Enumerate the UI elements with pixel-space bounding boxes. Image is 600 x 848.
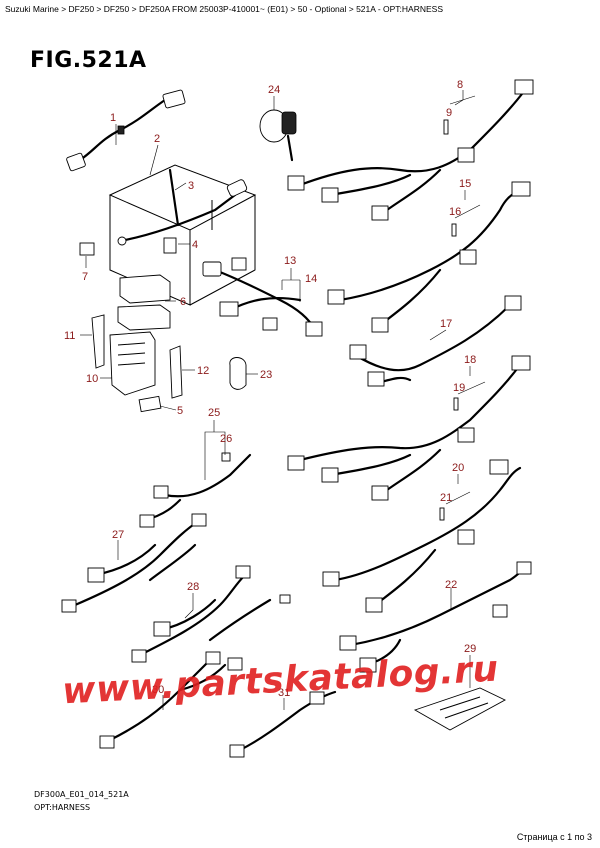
callout-17[interactable]: 17 [440,318,452,330]
callout-8[interactable]: 8 [457,79,463,91]
part-21-pin[interactable] [439,507,445,521]
callout-24[interactable]: 24 [268,84,280,96]
part-5-pad[interactable] [138,395,162,413]
callout-7[interactable]: 7 [82,271,88,283]
callout-30[interactable]: 30 [152,684,164,696]
callout-11[interactable]: 11 [64,330,75,342]
callout-13[interactable]: 13 [284,255,296,267]
part-28-harness[interactable] [131,565,291,663]
callout-25[interactable]: 25 [208,407,220,419]
part-11-bracket[interactable] [91,314,105,369]
callout-23[interactable]: 23 [260,369,272,381]
callout-22[interactable]: 22 [445,579,457,591]
callout-3[interactable]: 3 [188,180,194,192]
callout-27[interactable]: 27 [112,529,124,541]
breadcrumb-separator: > [346,4,357,14]
leader-lines [80,90,486,710]
part-22-harness[interactable] [339,561,532,673]
breadcrumb-item[interactable]: Suzuki Marine [5,4,59,14]
part-8-harness[interactable] [287,79,534,221]
callout-31[interactable]: 31 [278,687,290,699]
part-13-harness[interactable] [202,257,323,337]
part-12-bracket[interactable] [169,345,183,399]
callout-6[interactable]: 6 [180,296,186,308]
callout-15[interactable]: 15 [459,178,471,190]
part-2-kit[interactable] [108,164,257,306]
callout-10[interactable]: 10 [86,373,98,385]
part-23-clamp[interactable] [229,357,247,390]
part-29-sheet[interactable] [413,687,506,731]
part-20-harness[interactable] [322,459,522,613]
callout-1[interactable]: 1 [110,112,116,124]
part-26-pin[interactable] [221,452,231,462]
breadcrumb-separator: > [58,4,69,14]
breadcrumb-item[interactable]: DF250A FROM 25003P-410001~ (E01) [138,4,289,14]
callout-4[interactable]: 4 [192,239,198,251]
breadcrumb-item[interactable]: DF250 [103,4,130,14]
breadcrumb-separator: > [129,4,139,14]
breadcrumb-current: 521A - OPT:HARNESS [356,4,443,14]
part-19-pin[interactable] [453,397,459,411]
part-24-buzzer[interactable] [259,109,297,162]
callout-26[interactable]: 26 [220,433,232,445]
part-25-harness[interactable] [139,453,252,528]
part-15-harness[interactable] [327,181,531,333]
breadcrumb: Suzuki Marine > DF250 > DF250 > DF250A F… [5,4,443,14]
callout-20[interactable]: 20 [452,462,464,474]
callout-14[interactable]: 14 [305,273,317,285]
callouts: 1 2 3 4 5 6 7 8 9 10 11 12 13 14 15 16 1… [64,79,476,699]
callout-29[interactable]: 29 [464,643,476,655]
breadcrumb-separator: > [288,4,298,14]
part-18-harness[interactable] [287,355,531,501]
callout-18[interactable]: 18 [464,354,476,366]
callout-5[interactable]: 5 [177,405,183,417]
callout-28[interactable]: 28 [187,581,199,593]
callout-2[interactable]: 2 [154,133,160,145]
part-31-harness[interactable] [229,690,337,758]
part-27-harness[interactable] [61,513,207,613]
callout-16[interactable]: 16 [449,206,461,218]
part-9-pin[interactable] [443,119,449,135]
pager: Страница с 1 по 3 [516,832,592,842]
breadcrumb-item[interactable]: DF250 [68,4,95,14]
breadcrumb-separator: > [94,4,104,14]
drawing-subtitle: OPT:HARNESS [34,803,91,812]
callout-9[interactable]: 9 [446,107,452,119]
callout-12[interactable]: 12 [197,365,209,377]
drawing-code: DF300A_E01_014_521A [34,790,129,799]
breadcrumb-item[interactable]: 50 - Optional [297,4,347,14]
part-16-pin[interactable] [451,223,457,237]
callout-21[interactable]: 21 [440,492,452,504]
callout-19[interactable]: 19 [453,382,465,394]
part-1-harness[interactable] [66,89,186,172]
part-30-harness[interactable] [99,651,243,749]
part-10-ecu[interactable] [109,331,156,396]
part-17-harness[interactable] [349,295,522,387]
part-6-grommet[interactable] [117,274,171,331]
figure-title: FIG.521A [30,48,147,73]
part-7-clip[interactable] [79,242,95,256]
